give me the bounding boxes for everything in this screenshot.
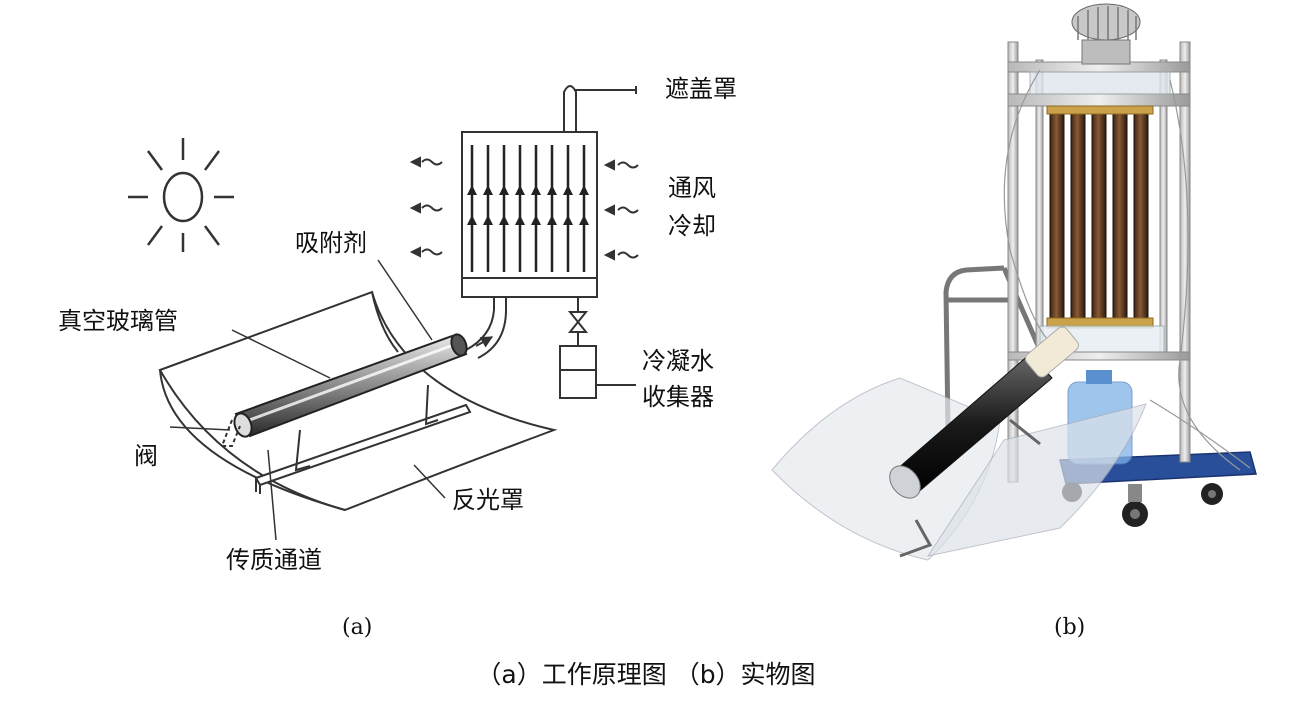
wires bbox=[1003, 69, 1251, 471]
label-vacuum-tube: 真空玻璃管 bbox=[58, 307, 178, 335]
label-ventilation: 通风 bbox=[668, 174, 716, 202]
condensate-collector bbox=[559, 297, 636, 399]
panel-label-a: (a) bbox=[342, 615, 372, 640]
tube-stand bbox=[899, 418, 1041, 558]
reflector-trough-photo bbox=[771, 377, 1147, 561]
transfer-channel bbox=[254, 403, 472, 494]
label-cooling: 冷却 bbox=[668, 212, 716, 240]
turbine-ventilator bbox=[1071, 3, 1141, 65]
frame-top bbox=[1007, 61, 1191, 107]
tube-supports bbox=[294, 384, 439, 472]
reflector-trough bbox=[158, 290, 558, 512]
label-adsorbent: 吸附剂 bbox=[295, 229, 367, 257]
sun-icon bbox=[128, 138, 234, 252]
wind-arrow-icon bbox=[603, 159, 639, 261]
figure-caption: （a）工作原理图 （b）实物图 bbox=[476, 660, 815, 689]
vacuum-glass-tube bbox=[233, 333, 468, 438]
photo-panel bbox=[771, 3, 1257, 561]
wind-arrow-icon bbox=[409, 156, 443, 258]
condenser-tubes bbox=[1049, 111, 1149, 325]
schematic-panel: 遮盖罩 通风 冷却 吸附剂 真空玻璃管 冷凝水 收集器 阀 反光罩 传质通道 bbox=[58, 75, 737, 574]
label-reflector: 反光罩 bbox=[452, 486, 524, 514]
label-channel: 传质通道 bbox=[226, 546, 322, 574]
leader-lines bbox=[169, 259, 446, 541]
vacuum-tube-photo bbox=[889, 326, 1079, 499]
label-collector: 收集器 bbox=[642, 383, 714, 411]
panel-label-b: (b) bbox=[1054, 615, 1085, 640]
label-valve: 阀 bbox=[134, 442, 158, 470]
label-cover: 遮盖罩 bbox=[665, 75, 737, 103]
cover-pipe bbox=[563, 85, 637, 132]
condenser-unit bbox=[461, 131, 598, 298]
label-condensate: 冷凝水 bbox=[642, 347, 714, 375]
transfer-pipe bbox=[465, 297, 507, 359]
